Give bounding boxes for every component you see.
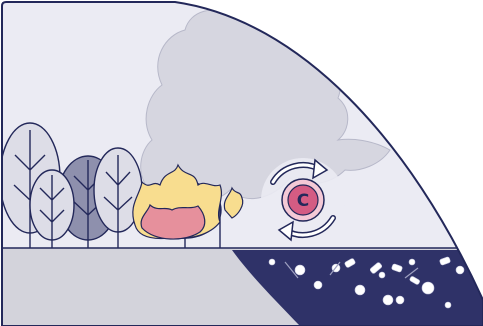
carbon-cycle-arrows-icon: C xyxy=(261,158,345,242)
carbon-symbol-label: C xyxy=(297,191,309,211)
